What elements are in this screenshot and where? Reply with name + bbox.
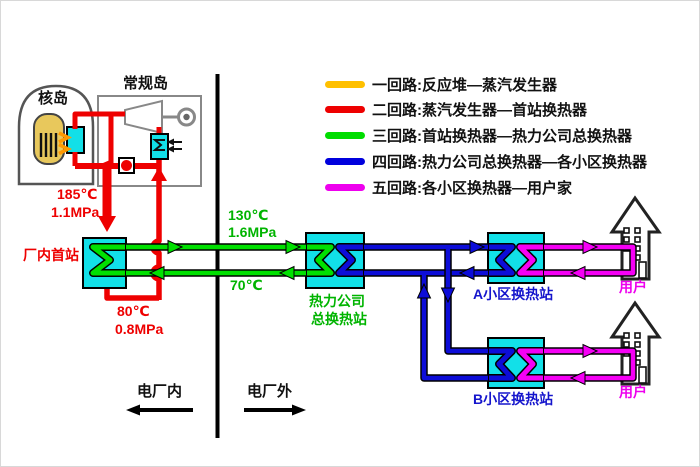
loop5-magenta-pipes-b — [516, 343, 637, 386]
loop3-green-pipes — [89, 239, 335, 281]
blue-right-arrow-icon — [469, 239, 486, 255]
blue-up-arrow-icon — [416, 282, 432, 299]
inside-plant-arrow-icon — [126, 404, 193, 416]
station-a-label: A小区换热站 — [473, 286, 554, 302]
red-left-arrow-icon — [96, 160, 110, 172]
user-a-label: 用户 — [619, 279, 647, 295]
legend-swatch-loop3 — [325, 132, 365, 140]
blue-left-arrow-icon — [458, 265, 475, 281]
outside-plant-arrow-icon — [244, 404, 306, 416]
building-b-door-icon — [638, 366, 647, 384]
user-building-b — [609, 300, 662, 386]
legend-label-loop3: 三回路:首站换热器—热力公司总换热器 — [372, 128, 632, 146]
magenta-right-arrow-icon — [582, 239, 599, 255]
green-right-arrow-icon — [285, 239, 302, 255]
primary-loop-arrows-icon — [58, 131, 72, 156]
return-pressure-label: 0.8MPa — [115, 321, 164, 337]
network-supply-pressure-label: 1.6MPa — [228, 224, 277, 240]
legend-item-loop5: 五回路:各小区换热器—用户家 — [325, 175, 647, 199]
green-left-arrow-icon — [278, 265, 295, 281]
building-a-door-icon — [638, 261, 647, 279]
building-b-windows-icon — [623, 332, 641, 366]
legend-item-loop3: 三回路:首站换热器—热力公司总换热器 — [325, 124, 647, 148]
nuclear-island-label: 核岛 — [38, 90, 69, 107]
station-a-blue-coil-icon — [489, 244, 515, 276]
magenta-left-arrow-icon — [569, 265, 586, 281]
legend-label-loop2: 二回路:蒸汽发生器—首站换热器 — [372, 102, 587, 120]
legend-label-loop5: 五回路:各小区换热器—用户家 — [372, 179, 572, 197]
legend-label-loop1: 一回路:反应堆—蒸汽发生器 — [372, 76, 557, 94]
inside-plant-label: 电厂内 — [137, 383, 183, 400]
red-down-arrow-icon — [98, 216, 116, 232]
loop4-blue-pipes — [335, 239, 516, 382]
blue-return-from-b-pipe — [421, 275, 488, 381]
magenta-right-arrow-icon — [582, 343, 599, 359]
condenser-coil-icon — [152, 139, 165, 151]
cooling-water-arrows-icon — [167, 138, 182, 153]
supply-pressure-label: 1.1MPa — [51, 204, 100, 220]
magenta-left-arrow-icon — [569, 370, 586, 386]
conventional-island-label: 常规岛 — [123, 75, 169, 92]
station-b-blue-coil-icon — [489, 348, 515, 381]
condenser-riser-pipe — [150, 159, 162, 300]
green-right-arrow-icon — [167, 239, 184, 255]
legend: 一回路:反应堆—蒸汽发生器 二回路:蒸汽发生器—首站换热器 三回路:首站换热器—… — [325, 72, 647, 201]
reactor-vessel — [33, 113, 65, 165]
blue-down-arrow-icon — [440, 287, 456, 304]
first-station-label: 厂内首站 — [23, 247, 79, 263]
thermal-company-label-line2: 总换热站 — [311, 311, 367, 327]
network-return-temp-label: 70℃ — [230, 277, 263, 293]
sg-to-turbine-pipe — [72, 111, 125, 129]
boundary-divider — [126, 74, 306, 438]
legend-swatch-loop1 — [325, 80, 365, 88]
condenser — [150, 133, 182, 160]
station-b-label: B小区换热站 — [473, 391, 554, 407]
first-station-coil-icon — [90, 244, 125, 276]
thermal-company-blue-coil-icon — [336, 244, 363, 276]
station-b-magenta-coil-icon — [517, 348, 543, 381]
return-temp-label: 80℃ — [117, 303, 150, 319]
red-up-arrow-icon — [151, 167, 167, 181]
thermal-company-green-coil-icon — [307, 244, 334, 276]
legend-swatch-loop5 — [325, 183, 365, 191]
loop2-red-pipes — [72, 111, 167, 301]
loop5-magenta-pipes-a — [516, 239, 637, 281]
reactor-core-rods-icon — [39, 133, 58, 157]
legend-label-loop4: 四回路:热力公司总换热器—各小区换热器 — [372, 153, 647, 171]
network-supply-temp-label: 130℃ — [228, 207, 269, 223]
outside-plant-label: 电厂外 — [247, 383, 293, 400]
blue-branch-to-b-pipe — [445, 249, 488, 354]
user-b-label: 用户 — [619, 384, 647, 400]
legend-item-loop2: 二回路:蒸汽发生器—首站换热器 — [325, 98, 647, 122]
first-station-return-pipe — [104, 287, 159, 301]
station-a-magenta-coil-icon — [517, 244, 543, 276]
supply-temp-label: 185℃ — [57, 186, 98, 202]
conventional-island — [97, 95, 202, 187]
thermal-company-label-line1: 热力公司 — [309, 293, 365, 309]
legend-swatch-loop2 — [325, 106, 365, 114]
green-left-arrow-icon — [148, 265, 165, 281]
legend-item-loop4: 四回路:热力公司总换热器—各小区换热器 — [325, 149, 647, 173]
pump-icon — [118, 157, 135, 174]
legend-swatch-loop4 — [325, 157, 365, 165]
generator-rotor-dot — [183, 113, 190, 121]
legend-item-loop1: 一回路:反应堆—蒸汽发生器 — [325, 72, 647, 96]
